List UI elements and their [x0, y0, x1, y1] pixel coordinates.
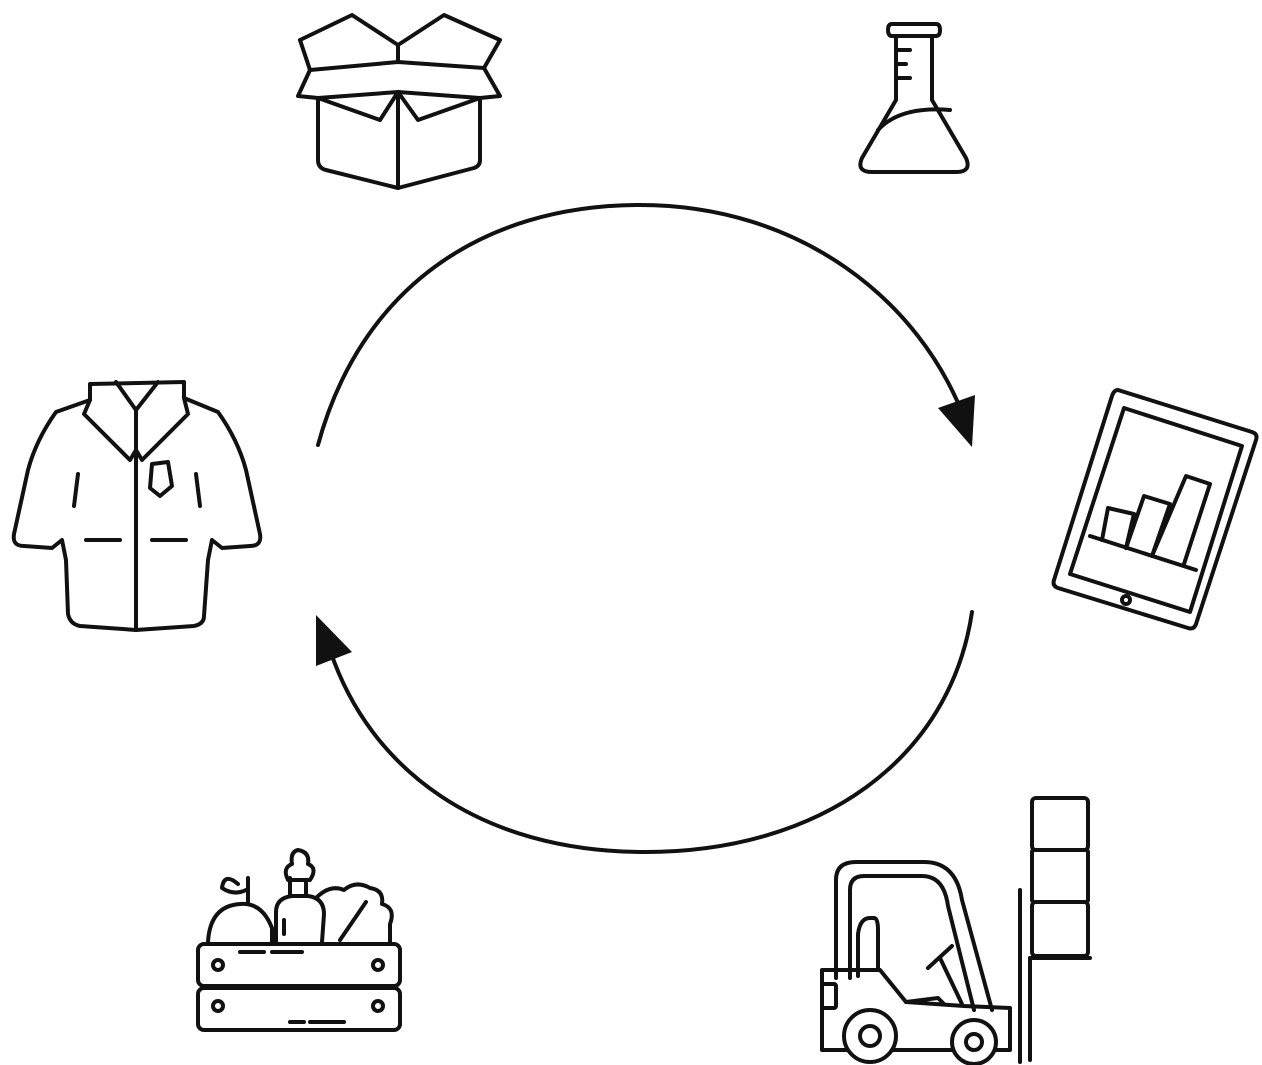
- stacked-box-top: [1032, 798, 1088, 850]
- open-box-icon: [298, 15, 500, 188]
- arc-top-arrowhead: [938, 395, 975, 447]
- flask-icon: [860, 24, 967, 172]
- lettuce: [316, 884, 392, 942]
- lab-coat-icon: [14, 382, 261, 630]
- produce-crate-icon: [198, 850, 400, 1030]
- stacked-box-bottom: [1032, 902, 1088, 956]
- forklift-icon: [822, 798, 1090, 1064]
- cycle-arrows: [316, 205, 975, 852]
- stacked-box-middle: [1032, 850, 1088, 902]
- arc-bottom-arrow: [330, 612, 972, 852]
- tablet-chart-icon: [1054, 390, 1257, 629]
- bar-3: [1152, 476, 1210, 564]
- arc-bottom-arrowhead: [316, 615, 352, 666]
- apple: [208, 904, 272, 942]
- arc-top-arrow: [318, 205, 965, 445]
